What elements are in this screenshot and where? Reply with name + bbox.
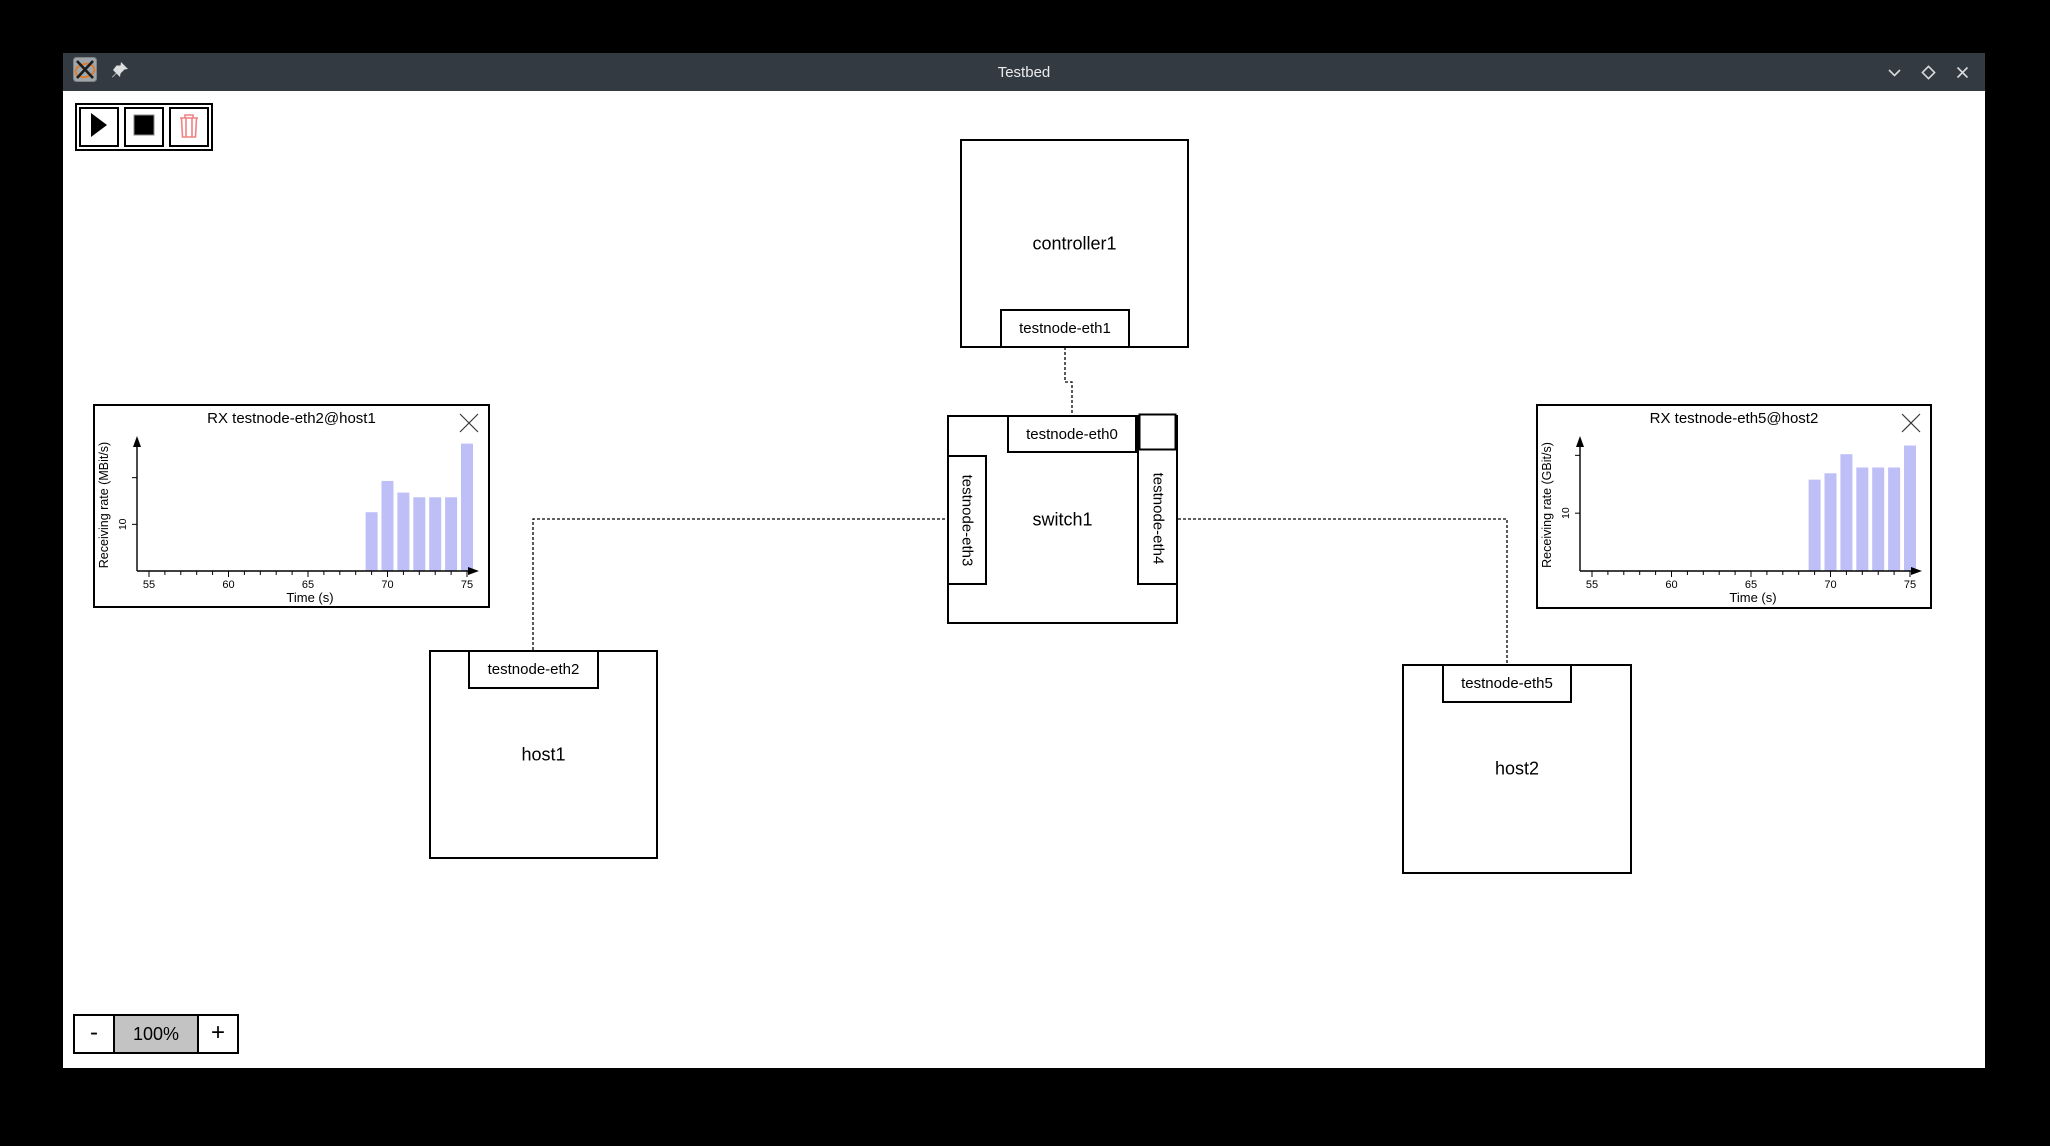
svg-text:75: 75	[461, 579, 473, 591]
node-host1[interactable]: host1 testnode-eth2	[429, 650, 658, 859]
svg-text:55: 55	[143, 579, 155, 591]
run-button[interactable]	[79, 107, 119, 147]
xorg-icon	[73, 57, 97, 87]
delete-button[interactable]	[169, 107, 209, 147]
svg-text:65: 65	[1745, 579, 1757, 591]
zoom-control: - 100% +	[73, 1014, 239, 1054]
x-axis-label: Time (s)	[286, 590, 333, 605]
trash-icon	[177, 112, 201, 143]
iface-testnode-eth5[interactable]: testnode-eth5	[1442, 664, 1572, 703]
iface-connector-cell	[1138, 413, 1177, 451]
node-host2[interactable]: host2 testnode-eth5	[1402, 664, 1632, 874]
x-axis-label: Time (s)	[1729, 590, 1776, 605]
node-label: switch1	[1032, 509, 1093, 529]
iface-label: testnode-eth3	[958, 474, 976, 566]
svg-text:60: 60	[1665, 579, 1677, 591]
iface-testnode-eth1[interactable]: testnode-eth1	[1000, 309, 1130, 348]
iface-testnode-eth2[interactable]: testnode-eth2	[468, 650, 599, 689]
svg-text:55: 55	[1586, 579, 1598, 591]
app-window: Testbed	[63, 53, 1985, 1068]
node-controller1[interactable]: controller1 testnode-eth1	[960, 139, 1189, 348]
zoom-out-button[interactable]: -	[73, 1014, 115, 1054]
node-label: host1	[521, 744, 566, 764]
chart-title: RX testnode-eth5@host2	[1649, 410, 1819, 427]
pin-icon[interactable]	[111, 61, 129, 84]
node-label: host2	[1494, 758, 1540, 779]
toolbar	[75, 103, 213, 151]
zoom-in-button[interactable]: +	[197, 1014, 239, 1054]
y-axis-label: Receiving rate (MBit/s)	[97, 442, 111, 568]
stop-button[interactable]	[124, 107, 164, 147]
chart-rx-eth5-host2: RX testnode-eth5@host2 Receiving rate (G…	[1536, 404, 1932, 609]
svg-text:60: 60	[222, 579, 234, 591]
iface-label: testnode-eth1	[1019, 320, 1111, 337]
chart-plot: Receiving rate (MBit/s) Time (s) 55 60 65 7…	[97, 436, 479, 605]
play-icon	[88, 112, 110, 143]
svg-text:70: 70	[1824, 579, 1836, 591]
stop-icon	[132, 113, 156, 142]
chart-plot: Receiving rate (GBit/s) Time (s) 55 60 65 7…	[1540, 436, 1922, 605]
chart-close-icon[interactable]	[1900, 412, 1922, 434]
svg-text:65: 65	[302, 579, 314, 591]
chart-title: RX testnode-eth2@host1	[207, 410, 376, 427]
node-label: controller1	[1032, 233, 1117, 253]
link-lines	[532, 347, 1508, 664]
iface-label: testnode-eth2	[487, 661, 580, 678]
svg-text:70: 70	[381, 579, 393, 591]
svg-text:10: 10	[117, 518, 129, 530]
chart-close-icon[interactable]	[458, 412, 480, 434]
window-title: Testbed	[997, 63, 1051, 81]
svg-text:10: 10	[1560, 507, 1572, 519]
node-switch1[interactable]: switch1 testnode-eth0 testnode-eth3 test…	[947, 413, 1178, 624]
iface-label: testnode-eth0	[1026, 425, 1118, 443]
zoom-level: 100%	[115, 1014, 197, 1054]
chart-rx-eth2-host1: RX testnode-eth2@host1 Receiving rate (M…	[93, 404, 490, 608]
iface-testnode-eth0[interactable]: testnode-eth0	[1007, 415, 1137, 453]
iface-testnode-eth4[interactable]: testnode-eth4	[1137, 413, 1178, 585]
svg-text:75: 75	[1904, 579, 1916, 591]
topology-canvas: controller1 testnode-eth1 switch1 testno…	[63, 91, 1985, 1068]
iface-label: testnode-eth4	[1149, 472, 1166, 564]
y-axis-label: Receiving rate (GBit/s)	[1540, 442, 1554, 568]
maximize-button[interactable]	[1920, 64, 1937, 81]
iface-label: testnode-eth5	[1461, 675, 1553, 692]
titlebar: Testbed	[63, 53, 1985, 91]
iface-testnode-eth3[interactable]: testnode-eth3	[947, 455, 987, 585]
minimize-button[interactable]	[1886, 64, 1903, 81]
close-button[interactable]	[1954, 64, 1971, 81]
